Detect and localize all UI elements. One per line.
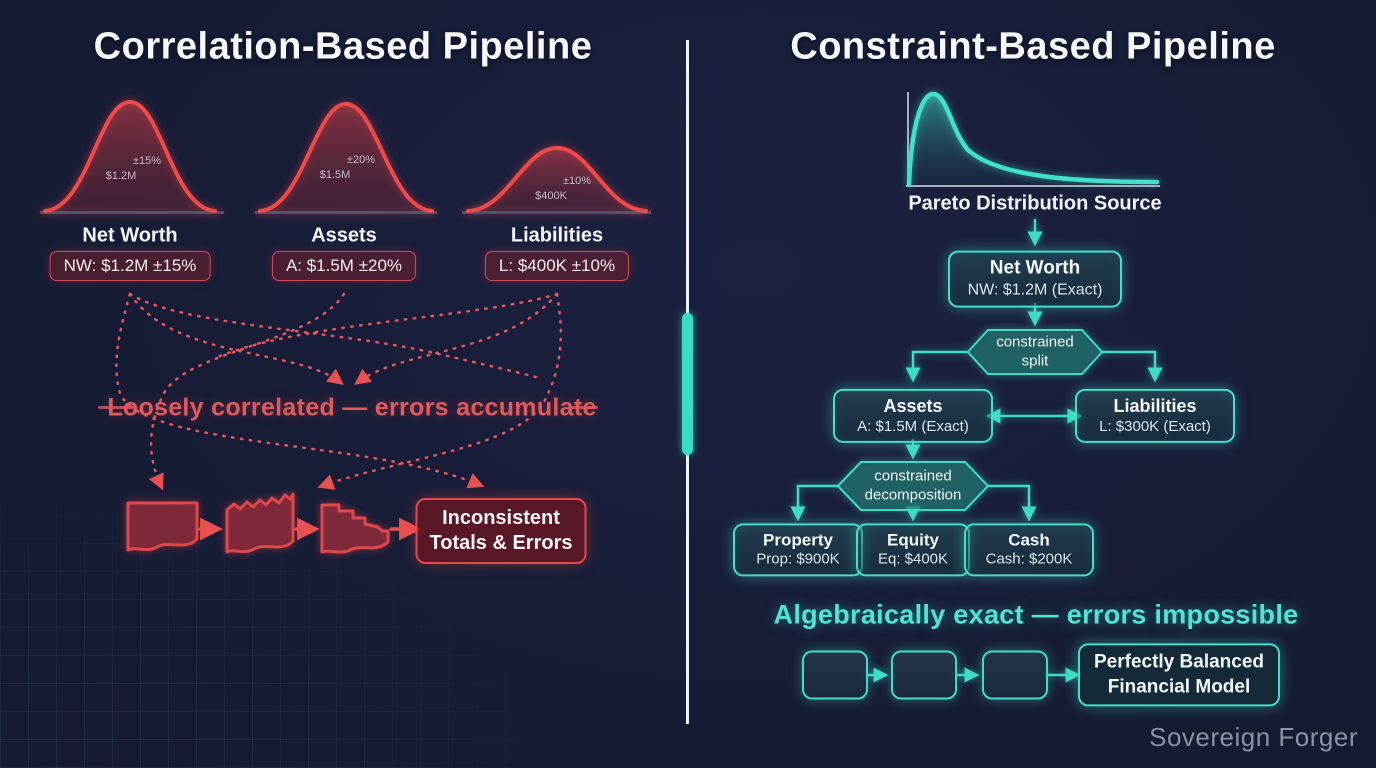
inconsistent-line2: Totals & Errors	[429, 532, 573, 554]
decomposition-line1: constrained	[874, 467, 952, 485]
pareto-source-label: Pareto Distribution Source	[908, 192, 1162, 215]
net-worth-spread-label: ±15%	[132, 155, 162, 167]
liabilities-name: Liabilities	[510, 224, 604, 247]
balanced-result-box: Perfectly Balanced Financial Model	[1077, 643, 1281, 707]
error-document-shapes	[126, 492, 390, 554]
split-line2: split	[1021, 352, 1049, 369]
correlation-warning-text: Loosely correlated — errors accumulate	[107, 393, 597, 422]
property-node-value: Prop: $900K	[756, 550, 840, 568]
equity-node-title: Equity	[887, 530, 939, 550]
liabilities-node: Liabilities L: $300K (Exact)	[1075, 388, 1235, 444]
watermark: Sovereign Forger	[1149, 722, 1358, 752]
constraint-hexagons	[836, 329, 1104, 511]
bell-curve-assets	[255, 101, 437, 214]
constrained-decomposition-label: constrained decomposition	[865, 467, 962, 505]
hexagon-constrained-decomposition	[836, 461, 990, 511]
cash-node: Cash Cash: $200K	[964, 523, 1094, 577]
pipeline-step-square-2	[891, 650, 957, 700]
cash-node-value: Cash: $200K	[985, 550, 1073, 568]
liabilities-spread-label: ±10%	[562, 175, 592, 187]
pipeline-step-square-3	[982, 650, 1048, 700]
assets-node: Assets A: $1.5M (Exact)	[833, 388, 993, 444]
constraint-headline-text: Algebraically exact — errors impossible	[773, 599, 1299, 630]
equity-node-value: Eq: $400K	[877, 550, 949, 568]
inconsistent-line1: Inconsistent	[442, 507, 560, 529]
net-worth-node-value: NW: $1.2M (Exact)	[967, 281, 1103, 299]
constrained-split-label: constrained split	[996, 333, 1074, 371]
property-node: Property Prop: $900K	[733, 523, 863, 577]
hexagon-constrained-split	[966, 329, 1104, 375]
equity-node: Equity Eq: $400K	[856, 523, 970, 577]
split-line1: constrained	[996, 333, 1074, 351]
liabilities-amount-label: $400K	[535, 190, 567, 202]
liabilities-value-box: L: $400K ±10%	[484, 251, 630, 281]
assets-spread-label: ±20%	[346, 154, 376, 166]
inconsistent-result-box: Inconsistent Totals & Errors	[415, 498, 587, 564]
net-worth-amount-label: $1.2M	[105, 170, 137, 182]
assets-node-title: Assets	[883, 395, 943, 416]
liabilities-node-title: Liabilities	[1113, 395, 1197, 416]
liabilities-node-value: L: $300K (Exact)	[1099, 417, 1211, 435]
assets-value-box: A: $1.5M ±20%	[271, 251, 417, 281]
assets-amount-label: $1.5M	[319, 169, 351, 181]
net-worth-name: Net Worth	[82, 224, 178, 247]
bell-curve-liabilities	[462, 145, 651, 214]
strike-mark-right	[568, 406, 598, 409]
balanced-line1: Perfectly Balanced	[1093, 651, 1265, 673]
pareto-chart	[906, 91, 1160, 187]
decomposition-line2: decomposition	[864, 486, 962, 503]
bell-curve-net-worth	[40, 99, 224, 214]
net-worth-value-box: NW: $1.2M ±15%	[49, 251, 211, 281]
left-pipeline-title: Correlation-Based Pipeline	[93, 25, 593, 68]
center-divider	[682, 40, 693, 724]
pipeline-step-square-1	[802, 650, 868, 700]
strike-mark-left	[98, 406, 134, 409]
net-worth-node-title: Net Worth	[989, 257, 1081, 279]
property-node-title: Property	[763, 530, 833, 550]
assets-node-value: A: $1.5M (Exact)	[857, 417, 969, 435]
assets-name: Assets	[311, 224, 377, 247]
balanced-line2: Financial Model	[1107, 676, 1251, 697]
right-pipeline-title: Constraint-Based Pipeline	[790, 25, 1276, 68]
net-worth-node: Net Worth NW: $1.2M (Exact)	[948, 250, 1122, 308]
dashed-correlation-arrows	[115, 292, 562, 491]
cash-node-title: Cash	[1008, 530, 1050, 550]
